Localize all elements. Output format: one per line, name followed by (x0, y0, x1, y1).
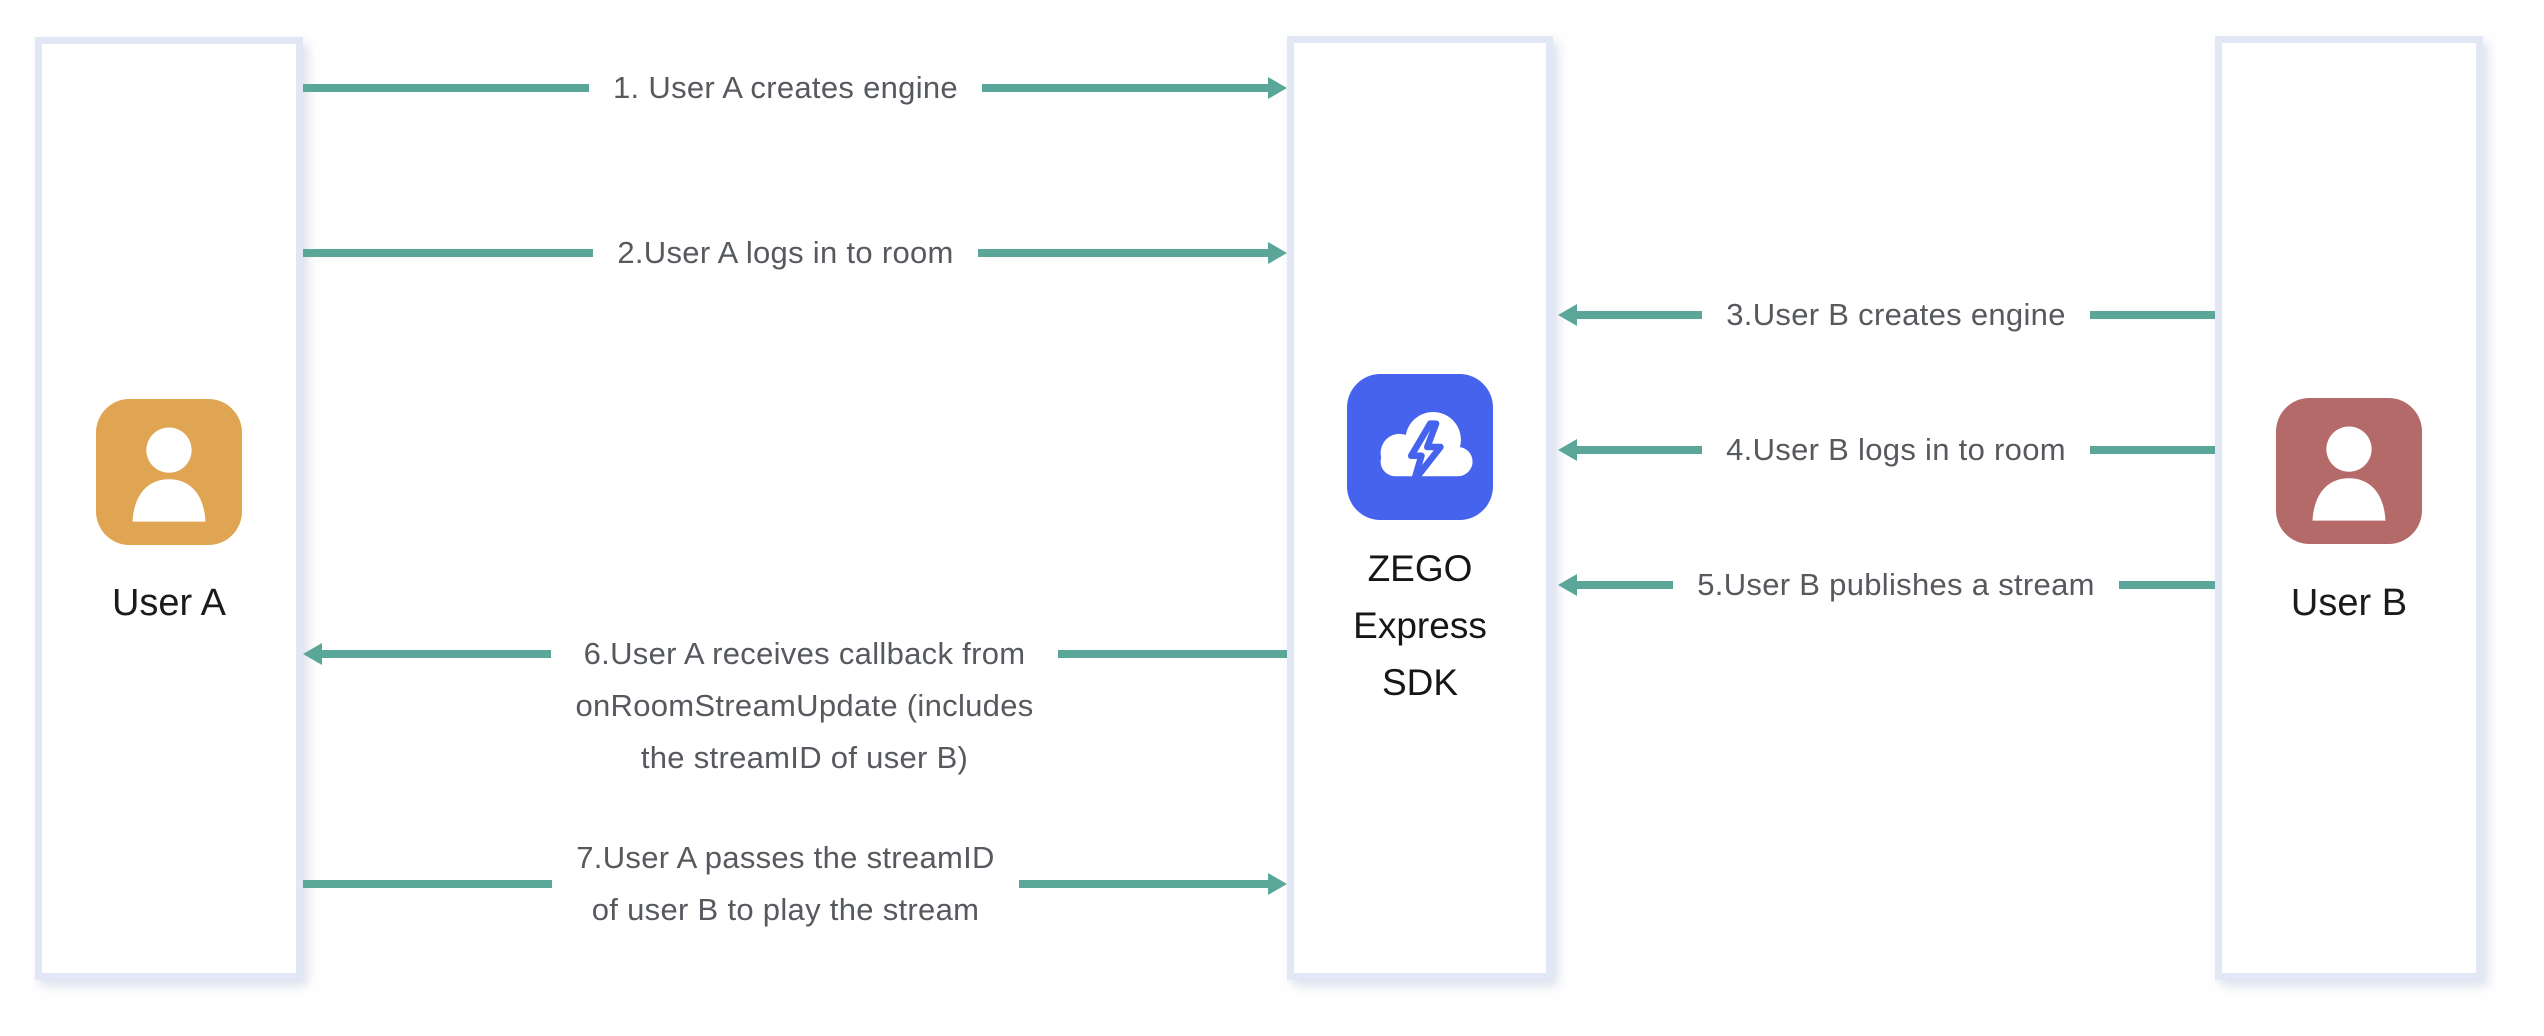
message-4-label: 4.User B logs in to room (1726, 432, 2066, 467)
message-6-label: 6.User A receives callback from onRoomSt… (575, 636, 1034, 775)
arrow-line (303, 249, 594, 257)
message-5-label: 5.User B publishes a stream (1697, 567, 2095, 602)
arrowhead-left (1577, 581, 1674, 589)
message-1-label: 1. User A creates engine (613, 70, 958, 105)
message-2: 2.User A logs in to room (303, 231, 1287, 275)
arrow-line (2089, 446, 2216, 454)
arrowhead-right (981, 84, 1268, 92)
arrow-line (303, 880, 553, 888)
arrowhead-right (977, 249, 1268, 257)
message-3: 3.User B creates engine (1558, 293, 2215, 337)
arrowhead-left (1577, 446, 1703, 454)
arrow-line (303, 84, 590, 92)
sdk-label: ZEGO Express SDK (1353, 548, 1487, 703)
message-1: 1. User A creates engine (303, 66, 1287, 110)
message-7: 7.User A passes the streamID of user B t… (303, 832, 1287, 936)
message-4: 4.User B logs in to room (1558, 428, 2216, 472)
user-b-person-icon (2276, 398, 2422, 544)
message-5: 5.User B publishes a stream (1558, 563, 2215, 607)
arrowhead-right (1018, 880, 1268, 888)
message-2-label: 2.User A logs in to room (617, 235, 954, 270)
arrow-line (1057, 650, 1288, 658)
message-6: 6.User A receives callback from onRoomSt… (303, 628, 1288, 784)
arrowhead-left (322, 650, 552, 658)
message-3-label: 3.User B creates engine (1726, 297, 2066, 332)
arrowhead-left (1577, 311, 1703, 319)
message-7-label: 7.User A passes the streamID of user B t… (576, 840, 995, 927)
user-a-label: User A (111, 582, 227, 624)
sdk-cloud-lightning-icon (1347, 374, 1493, 520)
user-b-label: User B (2290, 582, 2408, 624)
arrow-line (2089, 311, 2215, 319)
arrow-line (2118, 581, 2215, 589)
user-a-person-icon (96, 399, 242, 545)
